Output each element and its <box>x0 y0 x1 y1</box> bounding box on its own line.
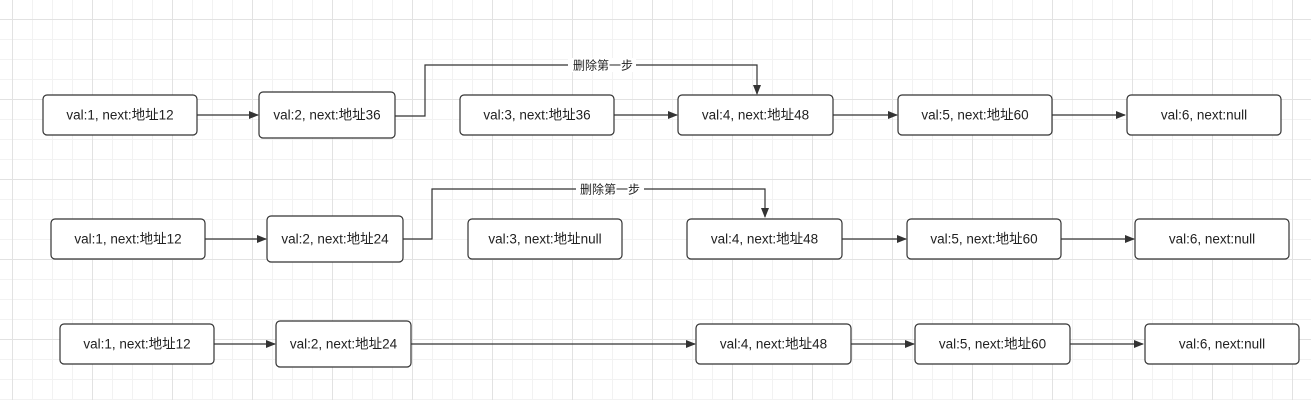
svg-text:val:4, next:地址48: val:4, next:地址48 <box>720 337 827 352</box>
list-node: val:1, next:地址12 <box>59 323 215 365</box>
list-node: val:3, next:地址null <box>467 218 623 260</box>
edge-label-delete-step: 删除第一步 <box>573 58 633 73</box>
list-node: val:4, next:地址48 <box>677 94 834 136</box>
list-node: val:4, next:地址48 <box>695 323 852 365</box>
list-node: val:1, next:地址12 <box>42 94 198 136</box>
svg-text:val:4, next:地址48: val:4, next:地址48 <box>702 108 809 123</box>
svg-text:val:1, next:地址12: val:1, next:地址12 <box>74 232 181 247</box>
edge-label-delete-step: 删除第一步 <box>580 182 640 197</box>
list-node: val:4, next:地址48 <box>686 218 843 260</box>
edge-r1-n2-n4-skip <box>395 64 761 117</box>
svg-text:val:3, next:地址36: val:3, next:地址36 <box>483 108 590 123</box>
list-node: val:2, next:地址36 <box>258 91 396 139</box>
svg-text:val:2, next:地址24: val:2, next:地址24 <box>281 232 389 247</box>
row-2: 删除第一步 val:1, next:地址12 val:2, next:地址24 … <box>50 182 1290 263</box>
svg-text:val:1, next:地址12: val:1, next:地址12 <box>83 337 190 352</box>
list-node: val:3, next:地址36 <box>459 94 615 136</box>
svg-text:val:6, next:null: val:6, next:null <box>1169 232 1255 247</box>
svg-text:val:5, next:地址60: val:5, next:地址60 <box>930 232 1037 247</box>
list-node: val:2, next:地址24 <box>266 215 404 263</box>
list-node: val:2, next:地址24 <box>275 320 412 368</box>
row-3: val:1, next:地址12 val:2, next:地址24 val:4,… <box>59 320 1300 368</box>
list-node: val:5, next:地址60 <box>897 94 1053 136</box>
edge-label-bg <box>576 182 644 196</box>
svg-text:val:2, next:地址24: val:2, next:地址24 <box>290 337 398 352</box>
list-node: val:6, next:null <box>1126 94 1282 136</box>
svg-text:val:1, next:地址12: val:1, next:地址12 <box>66 108 173 123</box>
edge-label-bg <box>568 58 636 72</box>
edge-r2-n2-n4-skip <box>403 188 769 240</box>
svg-text:val:2, next:地址36: val:2, next:地址36 <box>273 108 380 123</box>
svg-text:val:5, next:地址60: val:5, next:地址60 <box>939 337 1046 352</box>
svg-text:val:4, next:地址48: val:4, next:地址48 <box>711 232 818 247</box>
svg-text:val:6, next:null: val:6, next:null <box>1161 108 1247 123</box>
svg-text:val:6, next:null: val:6, next:null <box>1179 337 1265 352</box>
list-node: val:5, next:地址60 <box>914 323 1071 365</box>
svg-text:val:3, next:地址null: val:3, next:地址null <box>488 232 601 247</box>
list-node: val:6, next:null <box>1134 218 1290 260</box>
svg-text:val:5, next:地址60: val:5, next:地址60 <box>921 108 1028 123</box>
list-node: val:6, next:null <box>1144 323 1300 365</box>
row-1: 删除第一步 val:1, next:地址12 val:2, next:地址36 … <box>42 58 1282 139</box>
list-node: val:1, next:地址12 <box>50 218 206 260</box>
list-node: val:5, next:地址60 <box>906 218 1062 260</box>
